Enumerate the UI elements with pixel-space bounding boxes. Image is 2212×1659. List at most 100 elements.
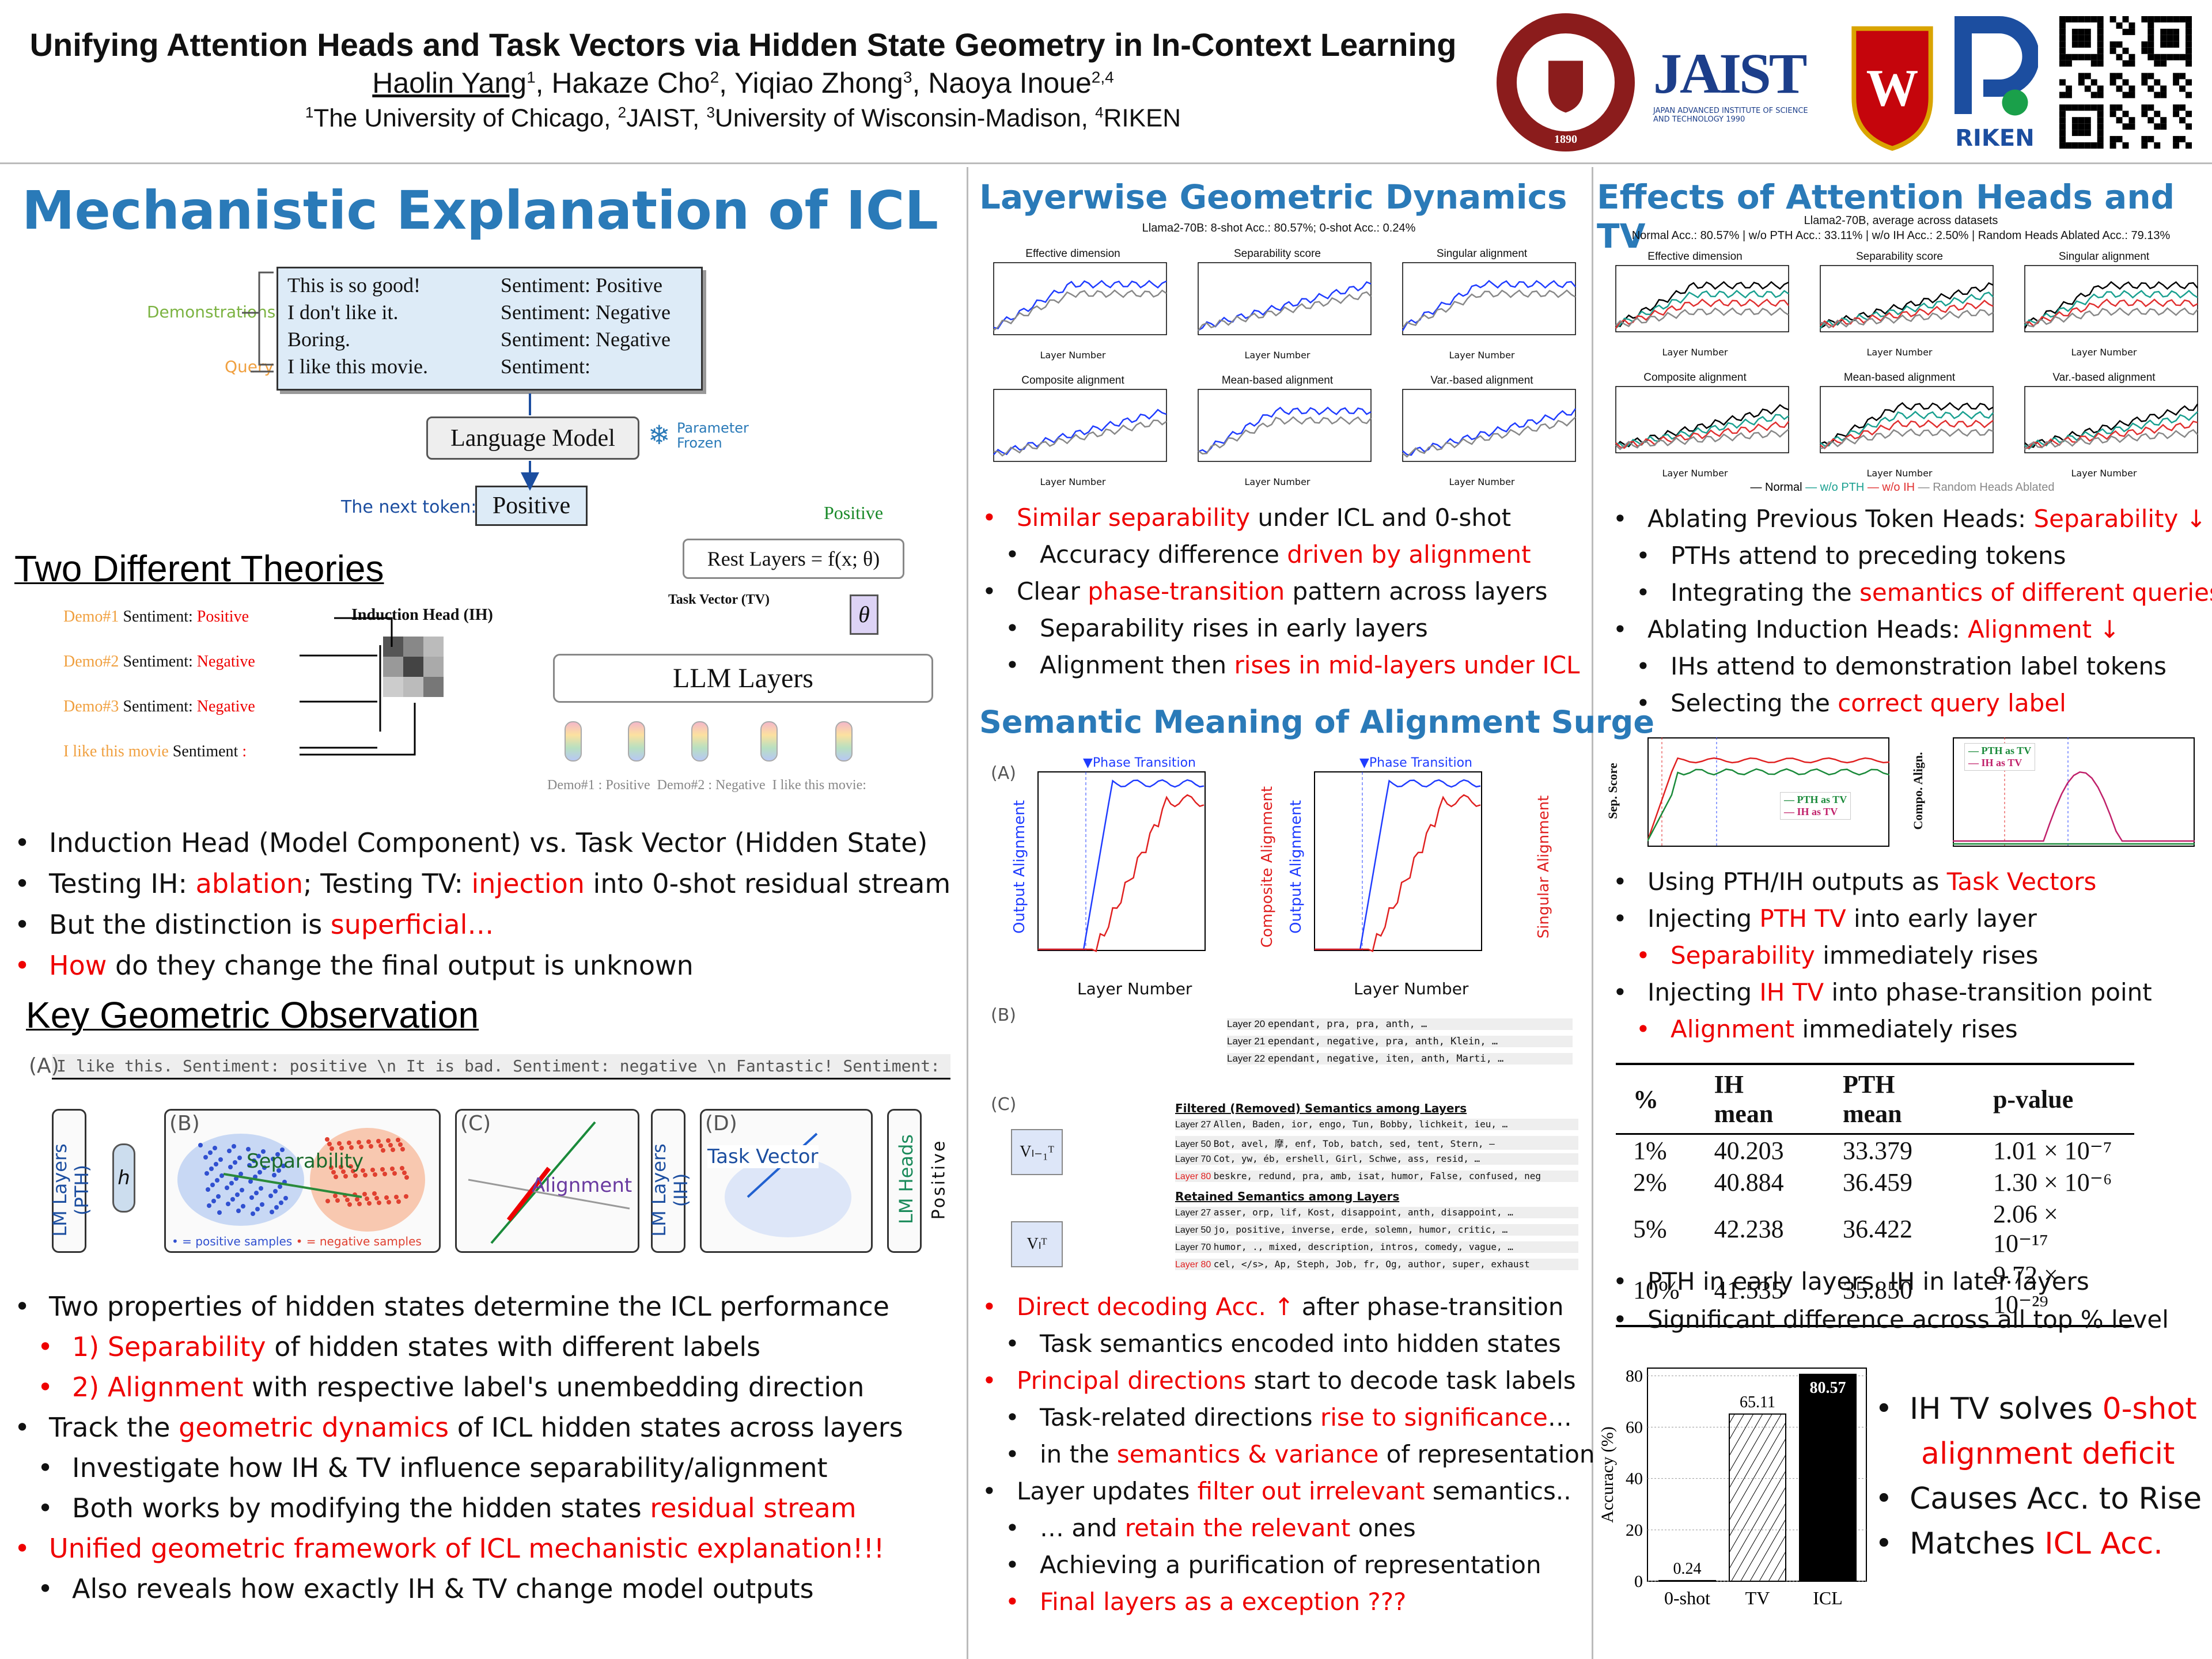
semantics-row: Layer 80 beskre, redund, pra, amb, isat,… [1175, 1171, 1578, 1182]
chart-series-line [2024, 411, 2198, 450]
author-name: Yiqiao Zhong [734, 67, 903, 99]
chart-title: Composite alignment [1643, 372, 1747, 384]
layer-label: Layer 27 [1175, 1120, 1214, 1130]
chart-series-line [2024, 281, 2198, 329]
bullet-dot: • [1636, 941, 1650, 969]
demo-text: This is so good! [287, 274, 421, 297]
bullet-text: Similar separability [1017, 503, 1251, 532]
demo-label: Sentiment: Negative [501, 301, 671, 324]
theta-box: θ [850, 594, 878, 635]
surge-xlabel: Layer Number [1354, 979, 1469, 998]
bullet-text: Both works by modifying the hidden state… [72, 1493, 650, 1524]
table-cell: 2.06 × 10⁻¹⁷ [1993, 1200, 2058, 1257]
lm-heads-box: LM Heads [887, 1109, 922, 1253]
prompt-line: This is so good!Sentiment: Positive [287, 272, 692, 299]
bullet-dot: • [14, 1533, 31, 1564]
chart-title: Var.-based alignment [2052, 372, 2156, 384]
bullet-item: •Alignment immediately rises [1636, 1017, 2018, 1041]
bullet-item: •Significant difference across all top %… [1613, 1308, 2169, 1332]
semantic-tokens: jo, positive, inverse, erde, solemn, hum… [1213, 1224, 1508, 1235]
bullet-text: … [1547, 1403, 1572, 1431]
bullet-text: How [49, 950, 107, 981]
qr-code[interactable] [2056, 9, 2195, 156]
chart-series-line [2024, 290, 2198, 327]
phase-transition-label: ▼Phase Transition [1359, 756, 1472, 770]
alignment-line [1038, 794, 1205, 953]
chart-series-line [1615, 298, 1789, 329]
chart-title: Singular alignment [1436, 248, 1528, 260]
token-sequence-caption: Demo#1 : Positive Demo#2 : Negative I li… [547, 778, 866, 793]
bullet-item: •in the semantics & variance of represen… [1005, 1442, 1595, 1467]
bullet-text: Separability rises in early layers [1040, 614, 1428, 642]
bullet-dot: • [37, 1493, 54, 1524]
svg-text:RIKEN: RIKEN [1955, 125, 2034, 151]
bullet-item: •Direct decoding Acc. ↑ after phase-tran… [982, 1295, 1563, 1319]
author-name: Haolin Yang [372, 67, 527, 99]
table-header: % [1616, 1063, 1697, 1135]
author-list: Haolin Yang1, Hakaze Cho2, Yiqiao Zhong3… [372, 67, 1114, 99]
poster-header: Unifying Attention Heads and Task Vector… [0, 0, 2212, 164]
bullet-dot: • [14, 1291, 31, 1322]
table-cell: 10% [1616, 1259, 1697, 1327]
bullet-text: Separability ↓ [2033, 505, 2206, 533]
bullet-item: •How do they change the final output is … [14, 952, 694, 979]
semantics-row: Layer 80 cel, </s>, Ap, Steph, Job, fr, … [1175, 1259, 1578, 1270]
table-cell: 5% [1633, 1214, 1667, 1243]
layer-label: Layer 50 [1175, 1139, 1214, 1149]
semantics-row: Layer 50 jo, positive, inverse, erde, so… [1175, 1224, 1578, 1236]
legend-entry: — PTH as TV [1784, 794, 1847, 805]
token-hidden-state-icon [760, 721, 778, 762]
table-cell: 1.01 × 10⁻⁷ [1993, 1137, 2112, 1165]
bullet-item: •Also reveals how exactly IH & TV change… [37, 1575, 814, 1602]
bullet-item: • Separability rises in early layers [1005, 616, 1428, 641]
chart-series-line [1402, 279, 1576, 331]
chart-xlabel: Layer Number [2071, 347, 2137, 358]
demo-label: Negative [196, 653, 255, 671]
demo-label: Sentiment: [501, 355, 590, 378]
table-header: PTH mean [1825, 1063, 1976, 1135]
semantic-tokens: Cot, yw, éb, ershell, Girl, Schwe, ass, … [1213, 1153, 1480, 1164]
layer-label: Layer 80 [1175, 1172, 1214, 1181]
token-hidden-state-icon [565, 721, 582, 762]
bullet-text: But the distinction is [49, 909, 331, 940]
bullet-text: PTHs attend to preceding tokens [1671, 541, 2066, 570]
bullet-text: Investigate how IH & TV influence separa… [72, 1452, 828, 1483]
legend-entry: — w/o IH [1867, 481, 1918, 494]
effects-subtitle-2: Normal Acc.: 80.57% | w/o PTH Acc.: 33.1… [1631, 229, 2171, 242]
chart-series-line [1615, 290, 1789, 329]
legend-entry: — IH as TV [1968, 757, 2022, 768]
task-vector-label: Task Vector (TV) [668, 592, 770, 607]
semantic-tokens: asser, orp, lif, Kost, disappoint, anth,… [1213, 1207, 1513, 1218]
layer-label: Layer 27 [1175, 1208, 1214, 1218]
decoded-tokens: ependant, negative, iten, anth, Marti, … [1267, 1053, 1504, 1065]
chart-xlabel: Layer Number [1866, 347, 1933, 358]
panel-c-alignment: (C)Alignment [455, 1109, 639, 1253]
affiliation-name: JAIST [626, 104, 692, 132]
bullet-dot: • [14, 909, 31, 940]
geometric-observation-figure: I like this. Sentiment: positive \n It i… [29, 1054, 950, 1262]
injection-legend: — PTH as TV— IH as TV [1964, 743, 2036, 771]
bullet-text: Track the [49, 1412, 179, 1443]
bullet-item: •PTHs attend to preceding tokens [1636, 544, 2066, 568]
bullet-dot: • [1005, 614, 1020, 642]
panel-b-separability: (B)Separability• = positive samples • = … [164, 1109, 441, 1253]
panel-d-task-vector: (D)Task Vector [700, 1109, 873, 1253]
bullet-text: under ICL and 0-shot [1250, 503, 1512, 532]
affiliation-list: 1The University of Chicago, 2JAIST, 3Uni… [305, 104, 1181, 132]
demo-text: I don't like it. [287, 301, 399, 324]
chart-series-line [1197, 291, 1372, 331]
affiliation-mark: 2 [618, 104, 627, 121]
lm-layers-ih-box-label: LM Layers (IH) [648, 1143, 692, 1237]
chart-series-line [1820, 291, 1994, 329]
lm-heads-box-label: LM Heads [895, 1134, 917, 1224]
y-tick-label: 20 [1626, 1521, 1643, 1540]
layer-label: Layer 80 [1175, 1260, 1214, 1270]
bullet-text: PTH in early layers, IH in later layers [1647, 1267, 2089, 1296]
token-hidden-state-icon [835, 721, 853, 762]
section-title-mechanistic: Mechanistic Explanation of ICL [22, 180, 939, 241]
layer-label: Layer 50 [1175, 1225, 1214, 1235]
